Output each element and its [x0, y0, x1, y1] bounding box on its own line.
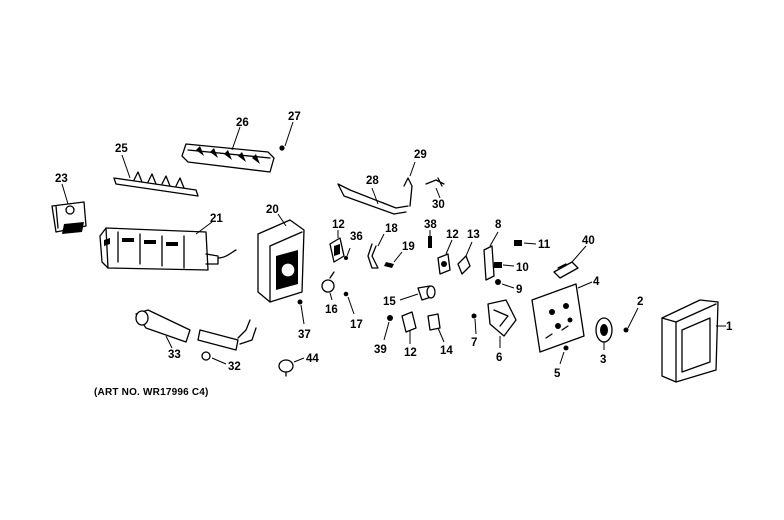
art-number-caption: (ART NO. WR17996 C4) — [94, 387, 209, 398]
callout-17: 17 — [350, 319, 363, 331]
part-33-fill-tube — [135, 309, 191, 349]
callout-13: 13 — [467, 229, 480, 241]
callout-36: 36 — [350, 231, 363, 243]
callout-33: 33 — [168, 349, 181, 361]
part-18-lever — [367, 233, 385, 269]
callout-20: 20 — [266, 204, 279, 216]
callout-21: 21 — [210, 213, 223, 225]
callout-10: 10 — [516, 262, 529, 274]
part-10-screw — [494, 262, 515, 268]
part-36-pin — [344, 247, 351, 260]
part-21-ice-mold — [99, 221, 237, 271]
part-1-cover — [661, 299, 726, 383]
part-26-ejector-blade — [181, 126, 275, 173]
callout-12-lower: 12 — [404, 347, 417, 359]
part-8-bracket — [483, 231, 499, 281]
callout-27: 27 — [288, 111, 301, 123]
part-19-screw — [384, 251, 403, 268]
part-32-heater — [197, 319, 257, 365]
callout-40: 40 — [582, 235, 595, 247]
part-44-thermostat — [278, 357, 305, 377]
callout-5: 5 — [554, 368, 561, 380]
part-30-clip — [425, 177, 445, 199]
part-6-fan — [487, 299, 517, 348]
part-25-stripper — [113, 154, 199, 197]
part-11-screw — [514, 240, 537, 246]
part-14-switch — [427, 313, 445, 343]
part-7-screw — [471, 313, 477, 335]
callout-38: 38 — [424, 219, 437, 231]
part-27-screw — [279, 121, 294, 151]
callout-26: 26 — [236, 117, 249, 129]
part-37-screw — [297, 299, 305, 325]
part-12-cam-mid — [437, 239, 453, 275]
callout-25: 25 — [115, 143, 128, 155]
callout-14: 14 — [440, 345, 453, 357]
callout-2: 2 — [637, 296, 643, 308]
part-17-screw — [343, 291, 355, 315]
callout-19: 19 — [402, 241, 415, 253]
part-38-screw — [428, 230, 432, 248]
callout-1: 1 — [726, 321, 733, 333]
callout-3: 3 — [600, 354, 606, 366]
callout-32: 32 — [228, 361, 241, 373]
part-2-screw — [623, 307, 639, 333]
part-23-cover — [51, 183, 87, 234]
callout-18: 18 — [385, 223, 398, 235]
callout-44: 44 — [306, 353, 319, 365]
callout-15: 15 — [383, 296, 396, 308]
part-28-shutoff-arm — [337, 183, 409, 215]
callout-39: 39 — [374, 344, 387, 356]
callout-12-left: 12 — [332, 219, 345, 231]
callout-23: 23 — [55, 173, 68, 185]
part-15-switch — [399, 285, 436, 301]
part-3-gear — [595, 317, 613, 350]
callout-11: 11 — [538, 239, 551, 251]
part-5-screw — [559, 345, 569, 365]
part-12-cam-left — [329, 230, 345, 263]
callout-12-mid: 12 — [446, 229, 459, 241]
callout-30: 30 — [432, 199, 445, 211]
part-39-screw — [383, 315, 393, 341]
callout-16: 16 — [325, 304, 338, 316]
part-12-cam-lower — [401, 311, 417, 344]
part-29-spring — [403, 161, 416, 207]
callout-7: 7 — [471, 337, 477, 349]
part-16-motor — [321, 271, 335, 301]
callout-8: 8 — [495, 219, 502, 231]
callout-9: 9 — [516, 284, 522, 296]
part-9-washer — [495, 279, 515, 289]
callout-4: 4 — [593, 276, 600, 288]
callout-28: 28 — [366, 175, 379, 187]
callout-29: 29 — [414, 149, 427, 161]
part-20-control-housing — [257, 213, 305, 303]
part-40-bracket — [553, 245, 587, 279]
part-4-mounting-plate — [531, 281, 593, 353]
callout-37: 37 — [298, 329, 311, 341]
part-13-spring — [457, 241, 473, 275]
callout-6: 6 — [496, 352, 502, 364]
